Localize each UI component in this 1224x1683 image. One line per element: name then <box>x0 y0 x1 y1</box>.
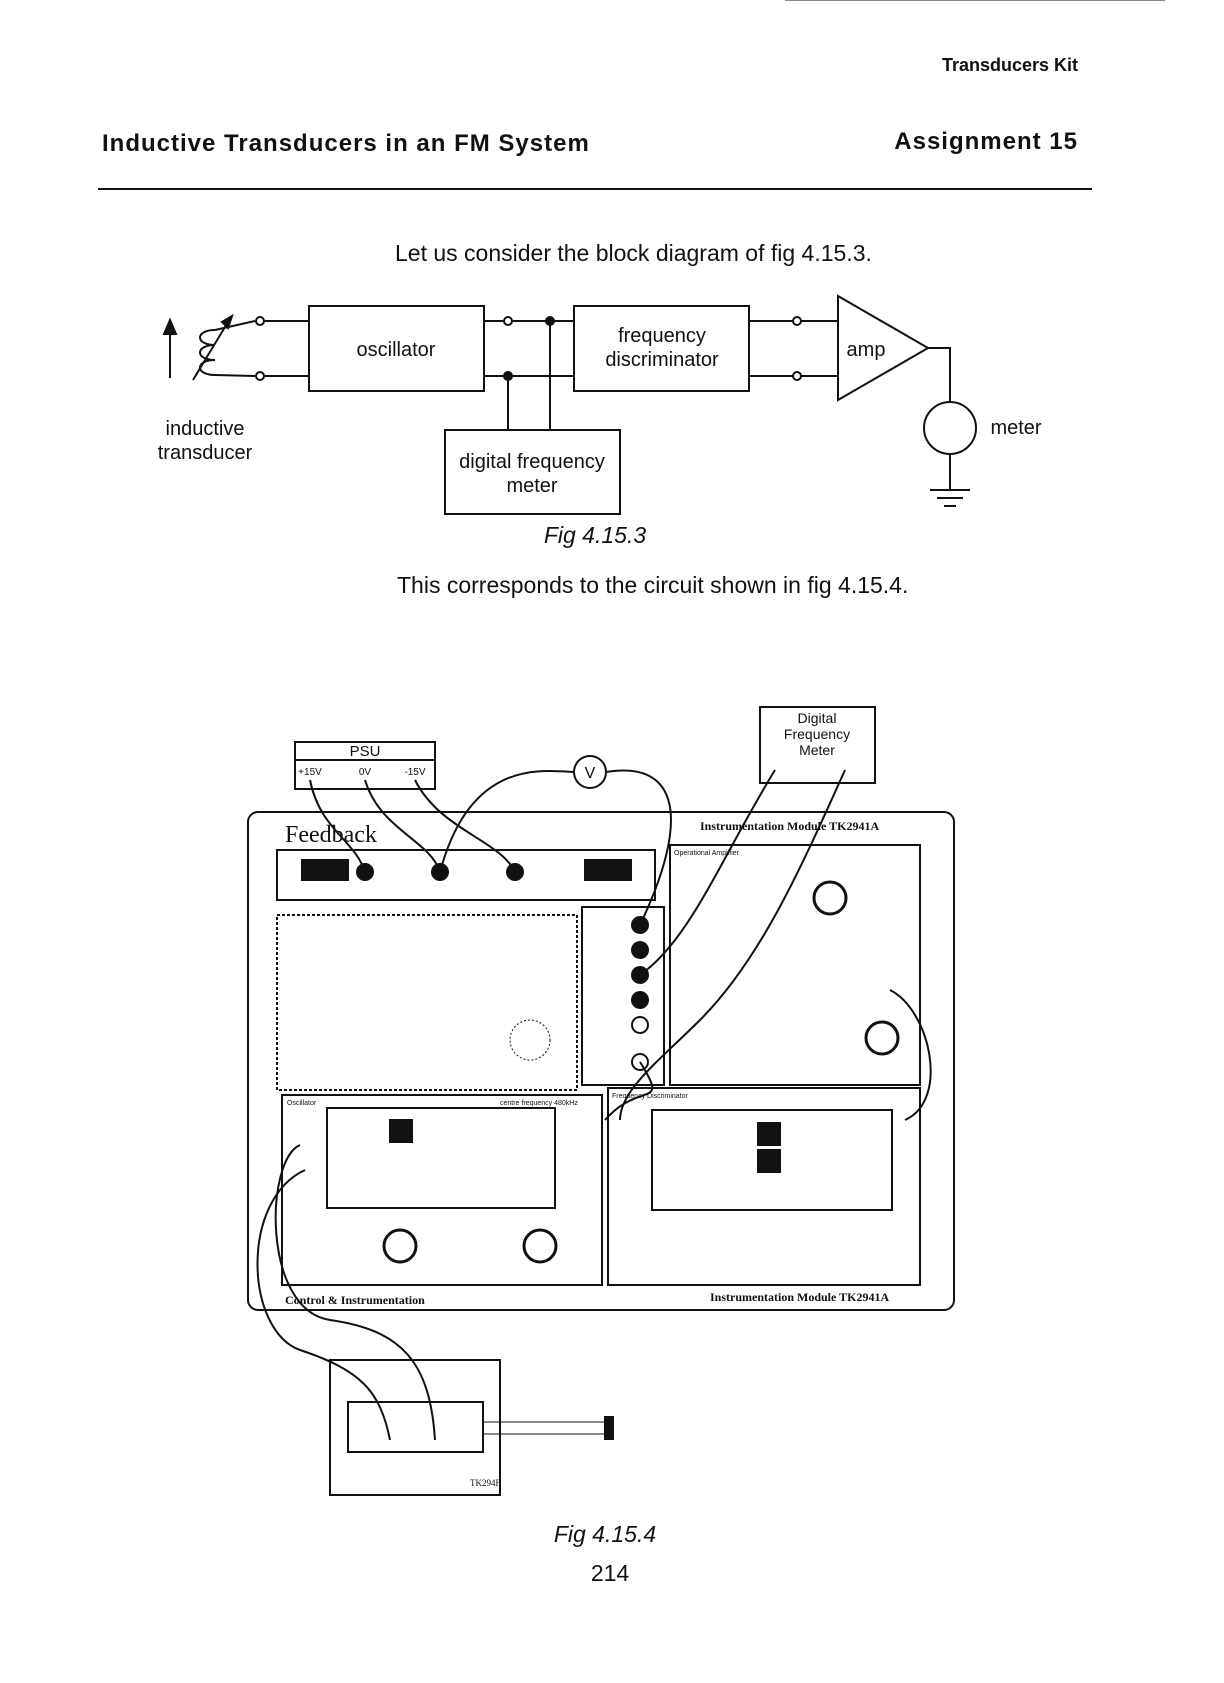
module-label-bottom: Instrumentation Module TK2941A <box>710 1290 889 1304</box>
assignment-label: Assignment 15 <box>894 128 1078 155</box>
socket-column <box>581 906 665 1086</box>
amp-triangle <box>837 294 930 402</box>
op-amp-module-label: Operational Amplifier <box>674 850 740 857</box>
voltmeter-label: V <box>585 765 596 782</box>
psu-box <box>294 741 436 790</box>
patch-wire <box>256 1169 391 1441</box>
running-header-kit: Transducers Kit <box>941 55 1078 75</box>
patch-wire <box>309 779 366 873</box>
gain-knob <box>812 880 848 916</box>
bridge-panel <box>276 914 578 1091</box>
psu-0v: 0V <box>359 767 372 778</box>
transducer-module-label: TK294F <box>470 1478 501 1488</box>
patch-wire <box>274 1144 436 1441</box>
block-diagram: oscillator frequency discriminator amp d… <box>158 294 1042 515</box>
psu-minus15: -15V <box>404 767 425 778</box>
transducer-rod <box>482 1421 609 1435</box>
figure-caption-4-15-4: Fig 4.15.4 <box>553 1521 657 1547</box>
output-voltage-knob <box>522 1228 558 1264</box>
scan-edge-line <box>785 0 1165 1</box>
discriminator-module-label: Frequency Discriminator <box>612 1093 689 1100</box>
transducer-module <box>329 1359 501 1496</box>
patch-wire <box>364 779 441 873</box>
oscillator-box <box>308 305 485 392</box>
intro-paragraph: Let us consider the block diagram of fig… <box>395 240 872 266</box>
centre-frequency-label: centre frequency 480kHz <box>500 1100 578 1107</box>
meter-label: meter <box>990 417 1041 439</box>
transducer-label-2: transducer <box>158 442 253 464</box>
oscillator-module <box>281 1094 603 1286</box>
patch-wire <box>619 769 846 1121</box>
patch-wire <box>414 779 516 873</box>
dfm-box <box>444 429 621 515</box>
op-amp-module <box>669 844 921 1086</box>
patch-wire <box>605 769 672 926</box>
psu-strip <box>276 849 656 901</box>
patch-wire <box>604 1061 654 1121</box>
module-label-top: Instrumentation Module TK2941A <box>700 819 879 833</box>
dfm-label-2: meter <box>506 475 557 497</box>
control-label: Control & Instrumentation <box>285 1293 425 1307</box>
page-number: 214 <box>590 1560 630 1586</box>
psu-plus15: +15V <box>298 767 322 778</box>
frequency-knob <box>382 1228 418 1264</box>
discriminator-label-2: discriminator <box>605 349 719 371</box>
amp-label: amp <box>847 339 886 361</box>
circuit-dfm-label-2: Frequency <box>784 726 850 742</box>
patch-wire <box>439 769 575 873</box>
page-title: Inductive Transducers in an FM System <box>102 130 590 157</box>
corresponds-paragraph: This corresponds to the circuit shown in… <box>397 572 909 598</box>
dfm-label-1: digital frequency <box>459 451 605 473</box>
header-rule <box>98 188 1092 190</box>
offset-knob <box>864 1020 900 1056</box>
patch-wire <box>889 989 932 1121</box>
discriminator-module <box>607 1087 921 1286</box>
instrument-panel <box>247 811 955 1311</box>
variable-arrow <box>192 321 229 381</box>
brand-logo-text: Feedback <box>285 822 377 848</box>
oscillator-module-label: Oscillator <box>287 1100 317 1107</box>
circuit-dfm-label-1: Digital <box>798 710 837 726</box>
patch-wire <box>639 769 776 976</box>
transducer-label-1: inductive <box>166 418 245 440</box>
discriminator-label-1: frequency <box>618 325 706 347</box>
circuit-dfm-box <box>759 706 876 784</box>
discriminator-box <box>573 305 750 392</box>
psu-label: PSU <box>350 743 381 760</box>
transducer-arrowhead <box>162 317 178 335</box>
figure-caption-4-15-3: Fig 4.15.3 <box>543 522 647 548</box>
oscillator-label: oscillator <box>357 339 436 361</box>
circuit-dfm-label-3: Meter <box>799 742 835 758</box>
